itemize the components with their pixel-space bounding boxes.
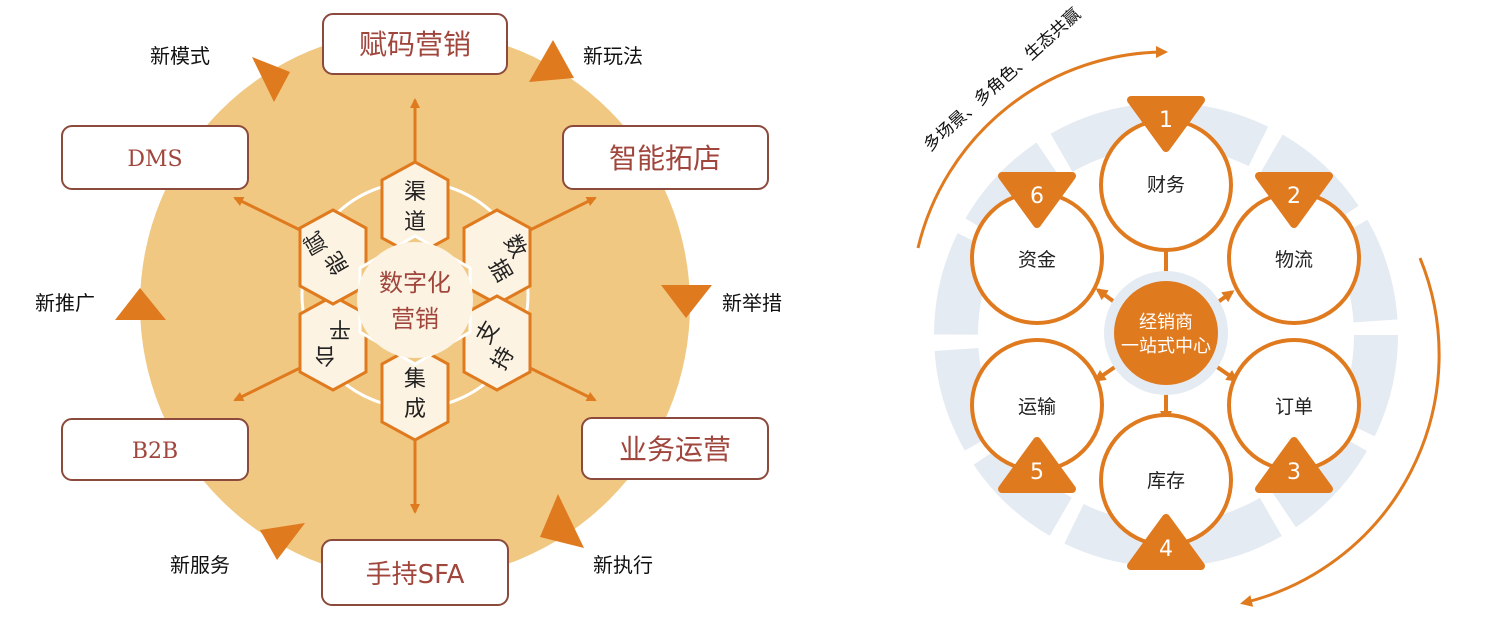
arrow-lower-left: [233, 366, 301, 402]
hex-petal: [380, 344, 450, 442]
badge-3: [1255, 437, 1333, 493]
box-bottom: 手持SFA: [321, 539, 509, 606]
badge-1: [1127, 96, 1205, 152]
orange-triangles: [115, 40, 712, 560]
number-badges: [998, 96, 1333, 570]
outer-labels: 新模式 新玩法 新举措 新执行 新服务 新推广: [35, 44, 782, 577]
outer-boxes: 赋码营销 智能拓店 业务运营 手持SFA B2B DMS: [61, 13, 769, 606]
hex-petal: [298, 208, 368, 306]
box-label: DMS: [127, 147, 182, 172]
hex-label-line1: 集: [404, 367, 426, 392]
triangle-marker: [260, 523, 305, 560]
badge-number: 4: [1159, 537, 1173, 562]
badge-number: 2: [1287, 184, 1301, 209]
module-label: 运输: [1018, 396, 1056, 418]
hex-label-line1: 平: [329, 316, 351, 341]
module-circles: [970, 118, 1361, 547]
badge-6: [998, 172, 1076, 228]
outer-label: 新举措: [722, 291, 782, 315]
box-lower-right: 业务运营: [581, 417, 769, 480]
hex-label-line2: 道: [404, 210, 426, 235]
triangle-marker: [115, 288, 166, 320]
hex-label-line2: 成: [404, 397, 426, 422]
module-labels: 财务 物流 订单 库存 运输 资金: [1018, 174, 1313, 492]
outer-arc-right: [1240, 257, 1441, 607]
badge-5: [998, 437, 1076, 493]
hub-title-line1: 经销商: [1139, 312, 1193, 333]
hex-label-line1: 渠: [404, 180, 426, 205]
badge-2: [1255, 172, 1333, 228]
digital-marketing-diagram: 数字化 营销 渠 道 数 据 支 持 集 成 平 台 赋 能 赋码营销 智: [35, 13, 782, 606]
badge-numbers: 1 2 3 4 5 6: [1030, 108, 1301, 562]
badge-number: 1: [1159, 108, 1173, 133]
triangle-marker: [529, 40, 574, 82]
hub-title-line2: 一站式中心: [1121, 336, 1211, 357]
arrow-lower-right: [529, 366, 597, 402]
hex-label-line2: 台: [314, 342, 336, 367]
outer-label: 新执行: [593, 553, 653, 577]
outer-label: 新模式: [150, 44, 210, 68]
grey-ring: [934, 103, 1398, 567]
triangle-marker: [661, 285, 712, 318]
module-label: 订单: [1275, 396, 1313, 418]
box-upper-right: 智能拓店: [562, 125, 769, 190]
box-lower-left: B2B: [61, 418, 249, 481]
triangle-marker: [540, 494, 584, 548]
box-label: 赋码营销: [359, 28, 471, 61]
box-top: 赋码营销: [322, 13, 508, 75]
center-title-line2: 营销: [391, 305, 439, 333]
arrow-upper-left: [233, 196, 301, 232]
outer-arc-top: [916, 46, 1168, 249]
badge-number: 5: [1030, 460, 1044, 485]
module-label: 资金: [1018, 249, 1056, 271]
box-label: 智能拓店: [609, 142, 721, 175]
outer-label: 新推广: [35, 291, 95, 315]
box-label: 手持SFA: [366, 560, 465, 590]
triangle-marker: [252, 57, 290, 102]
hub-circle: [1114, 281, 1218, 385]
box-upper-left: DMS: [61, 125, 249, 190]
box-label: B2B: [132, 439, 178, 464]
badge-4: [1127, 514, 1205, 570]
module-label: 物流: [1275, 249, 1313, 271]
outer-label: 新服务: [170, 553, 230, 577]
distributor-hub-diagram: 多场景、多角色、生态共赢 1: [916, 4, 1441, 607]
center-circle: [357, 242, 473, 358]
badge-number: 3: [1287, 460, 1301, 485]
center-title-line1: 数字化: [379, 269, 451, 297]
hex-petal: [462, 208, 532, 306]
badge-number: 6: [1030, 184, 1044, 209]
module-label: 库存: [1147, 470, 1185, 492]
box-label: 业务运营: [619, 433, 731, 466]
outer-label: 新玩法: [583, 44, 643, 68]
arrow-upper-right: [529, 196, 597, 232]
module-label: 财务: [1147, 174, 1185, 196]
